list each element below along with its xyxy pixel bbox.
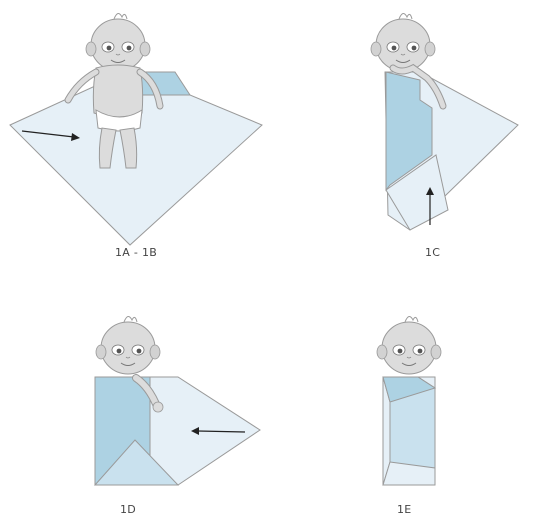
diagram-1d [93, 315, 261, 486]
blanket-fold-bottom [385, 154, 449, 231]
blanket-wrap-top [382, 376, 437, 403]
caption-1a-1b: 1A - 1B [115, 246, 158, 259]
panel-1e: 1E [270, 290, 539, 521]
diagram-1c [370, 12, 519, 231]
caption-1d: 1D [120, 503, 137, 516]
direction-arrow [21, 130, 80, 141]
panel-1a-1b: 1A - 1B [0, 0, 270, 270]
panel-1d: 1D [0, 290, 270, 521]
baby-figure [370, 12, 447, 110]
direction-arrow [191, 427, 246, 435]
diagram-1e [376, 315, 442, 486]
baby-figure [376, 315, 442, 375]
baby-figure [64, 12, 164, 169]
panel-1c: 1C [270, 0, 539, 270]
blanket-wrap-bottom [382, 461, 436, 486]
diagram-1a-1b [9, 12, 263, 246]
baby-figure [95, 315, 164, 413]
caption-1e: 1E [397, 503, 412, 516]
direction-arrow [426, 187, 434, 225]
caption-1c: 1C [425, 246, 441, 259]
blanket-fold-bottom [93, 439, 180, 486]
